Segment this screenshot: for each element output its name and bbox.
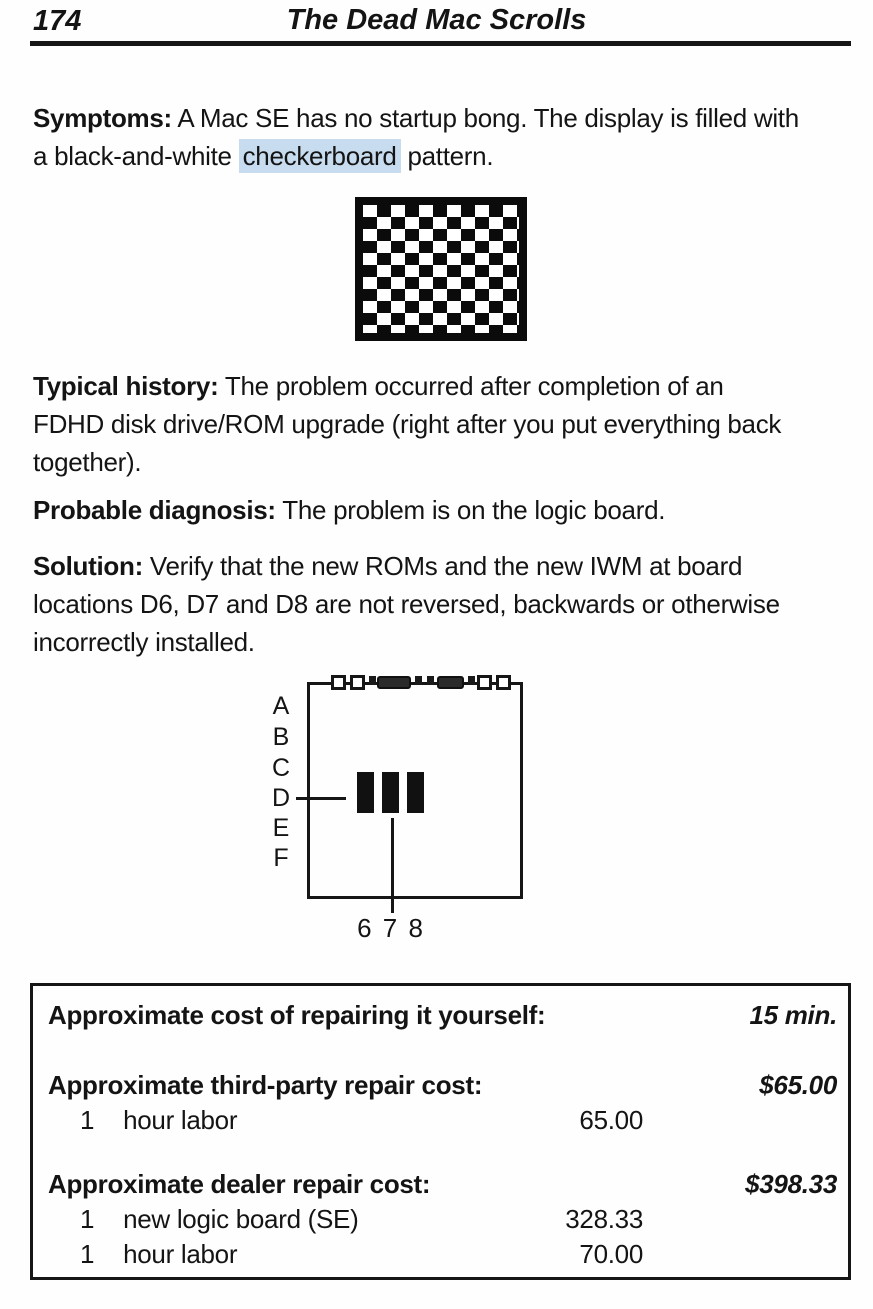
item-qty: 1 (80, 1105, 95, 1135)
connector-square-icon (496, 675, 511, 690)
item-desc: hour labor (123, 1105, 238, 1135)
board-row-label-a: A (272, 692, 290, 720)
page-number: 174 (33, 5, 82, 37)
history-line-2: FDHD disk drive/ROM upgrade (right after… (33, 409, 782, 439)
board-row-label-b: B (272, 723, 290, 751)
symptoms-line-1: Symptoms: A Mac SE has no startup bong. … (33, 103, 799, 133)
header-rule (30, 41, 851, 46)
logic-board-diagram: A B C D E F 6 7 8 (250, 668, 580, 953)
symptoms-paragraph: Symptoms: A Mac SE has no startup bong. … (33, 99, 851, 175)
history-line-1: Typical history: The problem occurred af… (33, 371, 724, 401)
self-repair-row: Approximate cost of repairing it yoursel… (33, 998, 848, 1033)
dealer-item-row: 1 new logic board (SE) 328.33 (33, 1202, 848, 1237)
column-pointer-line (391, 818, 394, 913)
connector-square-icon (477, 675, 492, 690)
connector-port-icon (437, 676, 464, 689)
item-qty: 1 (80, 1239, 95, 1269)
cost-table: Approximate cost of repairing it yoursel… (30, 983, 851, 1280)
self-repair-label: Approximate cost of repairing it yoursel… (48, 1000, 546, 1030)
board-column-labels: 6 7 8 (357, 913, 425, 943)
item-amount: 328.33 (565, 1204, 643, 1234)
history-line-3: together). (33, 447, 142, 477)
connector-square-icon (331, 675, 346, 690)
solution-paragraph: Solution: Verify that the new ROMs and t… (33, 547, 851, 661)
board-row-label-d: D (271, 784, 291, 812)
item-amount: 70.00 (579, 1239, 643, 1269)
probable-diagnosis-paragraph: Probable diagnosis: The problem is on th… (33, 495, 666, 525)
dealer-label: Approximate dealer repair cost: (48, 1169, 431, 1199)
connector-port-icon (377, 676, 411, 689)
probable-diagnosis-label: Probable diagnosis: (33, 495, 276, 525)
board-row-label-e: E (272, 814, 290, 842)
dealer-item-row: 1 hour labor 70.00 (33, 1237, 848, 1272)
checkerboard-figure (355, 197, 527, 341)
table-spacer (33, 1138, 848, 1167)
item-qty: 1 (80, 1204, 95, 1234)
item-desc: new logic board (SE) (123, 1204, 359, 1234)
third-party-item-row: 1 hour labor 65.00 (33, 1103, 848, 1138)
item-amount: 65.00 (579, 1105, 643, 1135)
rom-chip-d6 (357, 772, 374, 813)
self-repair-value: 15 min. (749, 1000, 838, 1030)
row-d-pointer-line (296, 797, 346, 800)
connector-pin-icon (415, 676, 422, 685)
table-spacer (33, 1033, 848, 1068)
dealer-row: Approximate dealer repair cost: $398.33 (33, 1167, 848, 1202)
symptoms-line-2: a black-and-white checkerboard pattern. (33, 139, 494, 173)
solution-line-1: Solution: Verify that the new ROMs and t… (33, 551, 743, 581)
connector-pin-icon (468, 676, 475, 685)
board-row-label-f: F (273, 844, 289, 872)
typical-history-paragraph: Typical history: The problem occurred af… (33, 367, 851, 481)
connector-pin-icon (369, 676, 376, 685)
solution-line-2: locations D6, D7 and D8 are not reversed… (33, 589, 780, 619)
third-party-total: $65.00 (759, 1070, 837, 1100)
symptoms-label: Symptoms: (33, 103, 172, 133)
dealer-total: $398.33 (745, 1169, 837, 1199)
typical-history-label: Typical history: (33, 371, 219, 401)
board-row-label-c: C (271, 754, 291, 782)
third-party-row: Approximate third-party repair cost: $65… (33, 1068, 848, 1103)
checkerboard-pattern (363, 205, 519, 333)
rom-chip-d7 (382, 772, 399, 813)
solution-line-3: incorrectly installed. (33, 627, 255, 657)
page-title: The Dead Mac Scrolls (286, 4, 587, 36)
third-party-label: Approximate third-party repair cost: (48, 1070, 483, 1100)
connector-pin-icon (427, 676, 434, 685)
solution-label: Solution: (33, 551, 143, 581)
item-desc: hour labor (123, 1239, 238, 1269)
connector-square-icon (350, 675, 365, 690)
rom-chip-d8 (407, 772, 424, 813)
highlight-checkerboard: checkerboard (238, 139, 401, 173)
